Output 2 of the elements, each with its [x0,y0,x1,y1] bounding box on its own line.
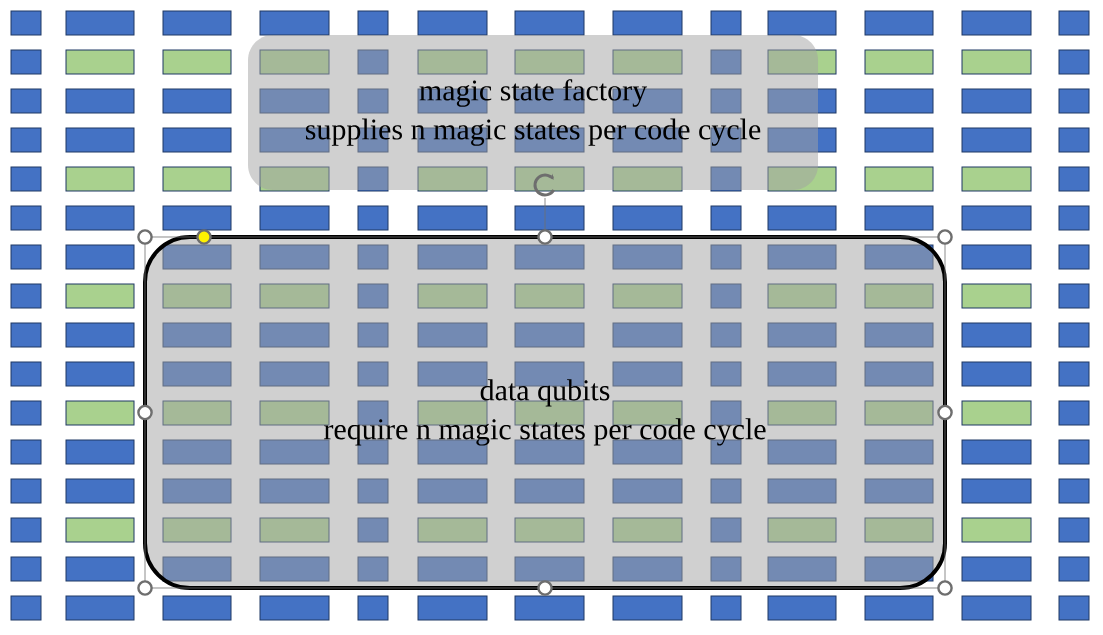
factory-box: magic state factory supplies n magic states per code cycle [248,35,818,190]
data-qubits-box: data qubits require n magic states per code cycle [143,235,947,590]
